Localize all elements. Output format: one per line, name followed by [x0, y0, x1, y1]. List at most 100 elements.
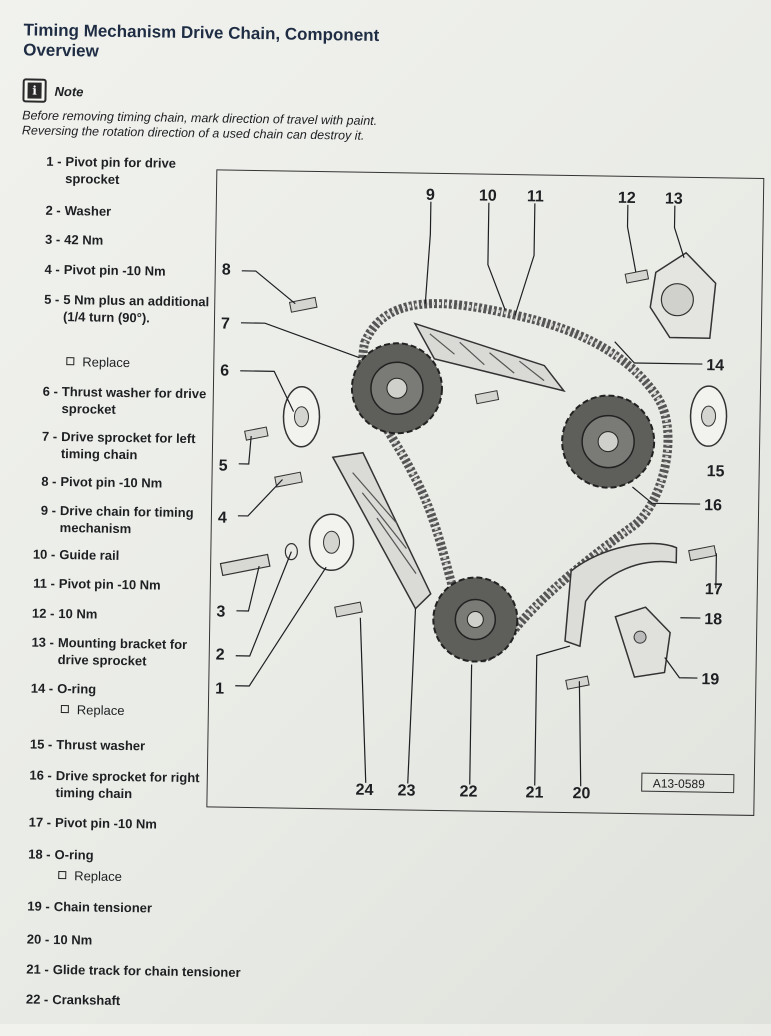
- legend-text: O-ring: [54, 846, 94, 863]
- chain-tensioner: [614, 606, 671, 678]
- legend-text: Pivot pin -10 Nm: [60, 474, 163, 491]
- legend-text: Pivot pin -10 Nm: [54, 814, 158, 832]
- callout-2: 2: [216, 646, 225, 663]
- legend-text: Thrust washer: [56, 736, 146, 754]
- legend-text: 10 Nm: [53, 931, 93, 948]
- legend-number: 21 -: [26, 961, 49, 977]
- callout-20: 20: [572, 785, 590, 802]
- legend-text: Mounting bracket for drive sprocket: [57, 634, 188, 669]
- note-text: Before removing timing chain, mark direc…: [22, 108, 462, 145]
- note-label: Note: [54, 83, 84, 99]
- leader-lines: [235, 201, 717, 787]
- callout-18: 18: [704, 611, 722, 628]
- legend-subnote: Replace: [60, 701, 125, 719]
- legend-item: 10 - Guide rail: [11, 545, 211, 563]
- bolts: [244, 269, 717, 690]
- legend-item: 17 - Pivot pin -10 Nm: [7, 813, 207, 832]
- legend-number: 22 -: [25, 991, 49, 1007]
- legend-text: Pivot pin -10 Nm: [58, 575, 161, 593]
- callout-17: 17: [705, 581, 723, 598]
- legend-text: Washer: [64, 203, 112, 219]
- legend-number: 13 -: [31, 634, 55, 650]
- callout-10: 10: [479, 188, 497, 205]
- mounting-bracket: [649, 251, 717, 339]
- legend-number: 5 -: [44, 291, 60, 307]
- callout-19: 19: [701, 671, 719, 688]
- legend-number: 15 -: [29, 736, 53, 752]
- callout-5: 5: [219, 457, 228, 474]
- legend-number: 3 -: [44, 231, 61, 247]
- legend-item: 16 - Drive sprocket for right timing cha…: [8, 766, 208, 802]
- legend-number: 6 -: [42, 383, 58, 399]
- legend-subnote: Replace: [58, 867, 122, 885]
- legend-list: 1 - Pivot pin for drive sprocket 2 - Was…: [18, 152, 241, 1008]
- callout-9: 9: [426, 187, 435, 204]
- legend-subnote: Replace: [66, 353, 130, 371]
- legend-text: 10 Nm: [58, 605, 98, 622]
- legend-item: 8 - Pivot pin -10 Nm: [13, 472, 213, 491]
- callout-13: 13: [665, 190, 683, 207]
- legend-text: Crankshaft: [52, 991, 121, 1009]
- checkbox-icon: [58, 871, 67, 880]
- callout-16: 16: [704, 497, 722, 514]
- legend-number: 8 -: [41, 473, 57, 489]
- checkbox-icon: [66, 357, 75, 366]
- legend-text: Thrust washer for drive sprocket: [61, 384, 207, 417]
- figure-code: A13-0589: [653, 776, 706, 791]
- callout-6: 6: [220, 363, 229, 380]
- legend-item: 6 - Thrust washer for drive sprocket: [14, 382, 214, 417]
- legend-number: 2 -: [45, 202, 61, 218]
- legend-item: 19 - Chain tensioner: [6, 897, 206, 916]
- legend-number: 16 -: [29, 767, 52, 783]
- callout-12: 12: [618, 190, 636, 207]
- legend-number: 12 -: [31, 605, 55, 621]
- legend-number: 18 -: [28, 846, 51, 862]
- exploded-view-drawing: 1 2 3 4 5 6 7 8 9 10 11 12 13 14 15 16 1…: [215, 187, 735, 803]
- callout-numbers: 1 2 3 4 5 6 7 8 9 10 11 12 13 14 15 16 1…: [215, 187, 725, 803]
- callout-8: 8: [222, 262, 231, 279]
- legend-item: 13 - Mounting bracket for drive sprocket: [10, 633, 210, 669]
- legend-number: 1 -: [46, 153, 62, 169]
- legend-number: 17 -: [28, 814, 52, 830]
- callout-21: 21: [525, 784, 543, 801]
- tensioner-guide: [331, 451, 432, 610]
- callout-4: 4: [218, 509, 227, 526]
- callout-1: 1: [215, 680, 224, 697]
- legend-item: 14 - O-ring Replace: [9, 679, 209, 718]
- legend-item: 12 - 10 Nm: [11, 604, 211, 622]
- legend-item: 7 - Drive sprocket for left timing chain: [13, 427, 213, 462]
- callout-24: 24: [355, 782, 373, 799]
- legend-text: Drive sprocket for left timing chain: [60, 429, 196, 463]
- legend-text: Glide track for chain tensioner: [52, 961, 241, 980]
- callout-7: 7: [221, 316, 230, 333]
- legend-item: 15 - Thrust washer: [8, 735, 208, 754]
- callout-3: 3: [216, 603, 225, 620]
- component-diagram: 1 2 3 4 5 6 7 8 9 10 11 12 13 14 15 16 1…: [206, 169, 765, 816]
- legend-text: Drive sprocket for right timing chain: [55, 767, 200, 802]
- left-drive-sprocket: [350, 342, 443, 435]
- legend-number: 19 -: [27, 898, 50, 914]
- callout-14: 14: [706, 357, 724, 374]
- thrust-washer-left: [282, 386, 321, 448]
- legend-number: 11 -: [33, 575, 55, 591]
- legend-item: 21 - Glide track for chain tensioner: [5, 960, 240, 980]
- crankshaft-sprocket: [432, 576, 519, 663]
- legend-item: 1 - Pivot pin for drive sprocket: [18, 152, 218, 187]
- legend-number: 7 -: [41, 428, 58, 444]
- legend-item: 3 - 42 Nm: [16, 230, 216, 248]
- legend-text: Chain tensioner: [53, 898, 153, 916]
- callout-23: 23: [397, 782, 415, 799]
- legend-item: 20 - 10 Nm: [5, 930, 205, 948]
- legend-text: Drive chain for timing mechanism: [59, 503, 194, 537]
- callout-15: 15: [707, 463, 725, 480]
- thrust-washer-right: [689, 385, 728, 447]
- page-title: Timing Mechanism Drive Chain, Component …: [23, 20, 380, 61]
- legend-item: 22 - Crankshaft: [4, 990, 204, 1008]
- legend-item: 4 - Pivot pin -10 Nm: [16, 260, 216, 279]
- legend-number: 4 -: [44, 261, 60, 277]
- figure-reference: A13-0589: [641, 772, 735, 794]
- legend-item: 18 - O-ring Replace: [7, 845, 207, 884]
- callout-22: 22: [459, 783, 477, 800]
- legend-text: 42 Nm: [64, 232, 104, 248]
